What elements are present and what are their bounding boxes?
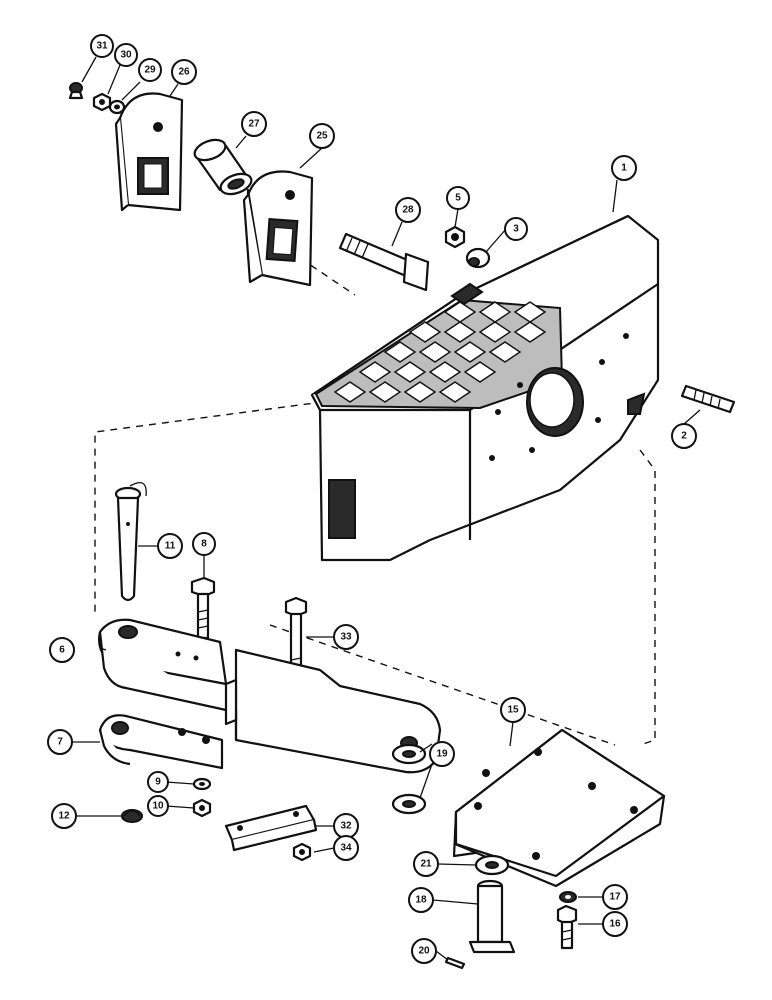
washer-19-upper bbox=[391, 743, 427, 765]
callout-15: 15 bbox=[500, 697, 526, 723]
callout-1-label: 1 bbox=[621, 163, 627, 174]
callout-1: 1 bbox=[611, 155, 637, 181]
callout-7-label: 7 bbox=[57, 737, 63, 748]
nut-10 bbox=[192, 798, 212, 818]
callout-16-label: 16 bbox=[609, 919, 621, 930]
callout-8-label: 8 bbox=[201, 539, 207, 550]
nut-34 bbox=[292, 842, 312, 862]
callout-3-label: 3 bbox=[513, 224, 519, 235]
callout-34-label: 34 bbox=[340, 843, 352, 854]
bolt-28 bbox=[338, 232, 430, 292]
callout-5: 5 bbox=[446, 186, 470, 210]
cotter-pin bbox=[444, 956, 466, 970]
callout-19-label: 19 bbox=[436, 749, 448, 760]
bracket-plate-25 bbox=[242, 170, 314, 287]
callout-32: 32 bbox=[333, 813, 359, 839]
callout-28: 28 bbox=[395, 197, 421, 223]
callout-21: 21 bbox=[413, 851, 439, 877]
callout-5-label: 5 bbox=[455, 193, 461, 204]
callout-12: 12 bbox=[51, 803, 77, 829]
wing-clip bbox=[121, 809, 143, 823]
washer-9 bbox=[192, 777, 212, 791]
cap-nut bbox=[465, 247, 491, 269]
callout-7: 7 bbox=[47, 729, 73, 755]
callout-11-label: 11 bbox=[165, 541, 176, 552]
callout-26: 26 bbox=[171, 59, 197, 85]
callout-6-label: 6 bbox=[59, 645, 65, 656]
assembly-guide-lines bbox=[94, 257, 656, 746]
leader-lines bbox=[72, 56, 701, 961]
stud bbox=[680, 384, 736, 414]
drawbar-housing bbox=[310, 214, 660, 562]
callout-32-label: 32 bbox=[340, 821, 352, 832]
callout-20: 20 bbox=[411, 938, 437, 964]
callout-33-label: 33 bbox=[340, 632, 352, 643]
callout-8: 8 bbox=[192, 532, 216, 556]
callout-9: 9 bbox=[147, 771, 169, 793]
callout-28-label: 28 bbox=[402, 205, 414, 216]
hex-nut bbox=[444, 225, 466, 249]
callout-2: 2 bbox=[671, 423, 697, 449]
callout-16: 16 bbox=[602, 911, 628, 937]
callout-11: 11 bbox=[157, 533, 183, 559]
bracket-plate-26 bbox=[114, 92, 184, 212]
callout-12-label: 12 bbox=[58, 811, 70, 822]
callout-26-label: 26 bbox=[178, 67, 190, 78]
callout-9-label: 9 bbox=[155, 777, 161, 788]
washer-21 bbox=[474, 854, 510, 876]
callout-33: 33 bbox=[333, 624, 359, 650]
clevis bbox=[98, 714, 224, 770]
callout-10-label: 10 bbox=[152, 801, 164, 812]
callout-17: 17 bbox=[602, 884, 628, 910]
callout-20-label: 20 bbox=[418, 946, 430, 957]
callout-10: 10 bbox=[147, 795, 169, 817]
callout-27-label: 27 bbox=[248, 119, 260, 130]
callout-34: 34 bbox=[333, 835, 359, 861]
callout-29: 29 bbox=[138, 58, 162, 82]
nut-30 bbox=[92, 92, 112, 112]
lock-washer bbox=[108, 99, 126, 115]
callout-25: 25 bbox=[309, 123, 335, 149]
callout-2-label: 2 bbox=[681, 431, 687, 442]
grease-fitting bbox=[68, 82, 84, 100]
callout-31: 31 bbox=[90, 34, 114, 58]
callout-18-label: 18 bbox=[415, 895, 427, 906]
callout-19: 19 bbox=[429, 741, 455, 767]
tread-plate-pattern bbox=[333, 301, 547, 403]
callout-15-label: 15 bbox=[507, 705, 519, 716]
mounting-plate bbox=[452, 728, 666, 888]
callout-30: 30 bbox=[114, 43, 138, 67]
bolt-8 bbox=[190, 576, 216, 640]
callout-6: 6 bbox=[49, 637, 75, 663]
drawbar bbox=[98, 618, 442, 774]
hitch-pin bbox=[114, 482, 147, 602]
callout-30-label: 30 bbox=[120, 50, 132, 61]
callout-17-label: 17 bbox=[609, 892, 621, 903]
callout-31-label: 31 bbox=[96, 41, 108, 52]
callout-18: 18 bbox=[408, 887, 434, 913]
callout-3: 3 bbox=[504, 217, 528, 241]
bolt-16 bbox=[556, 904, 578, 950]
callout-25-label: 25 bbox=[316, 131, 328, 142]
bushing bbox=[193, 138, 253, 196]
pin-18 bbox=[468, 879, 516, 954]
washer-19-lower bbox=[391, 793, 427, 815]
strap bbox=[224, 804, 318, 852]
callout-21-label: 21 bbox=[420, 859, 432, 870]
callout-27: 27 bbox=[241, 111, 267, 137]
lock-washer-17 bbox=[559, 891, 577, 903]
callout-29-label: 29 bbox=[144, 65, 156, 76]
